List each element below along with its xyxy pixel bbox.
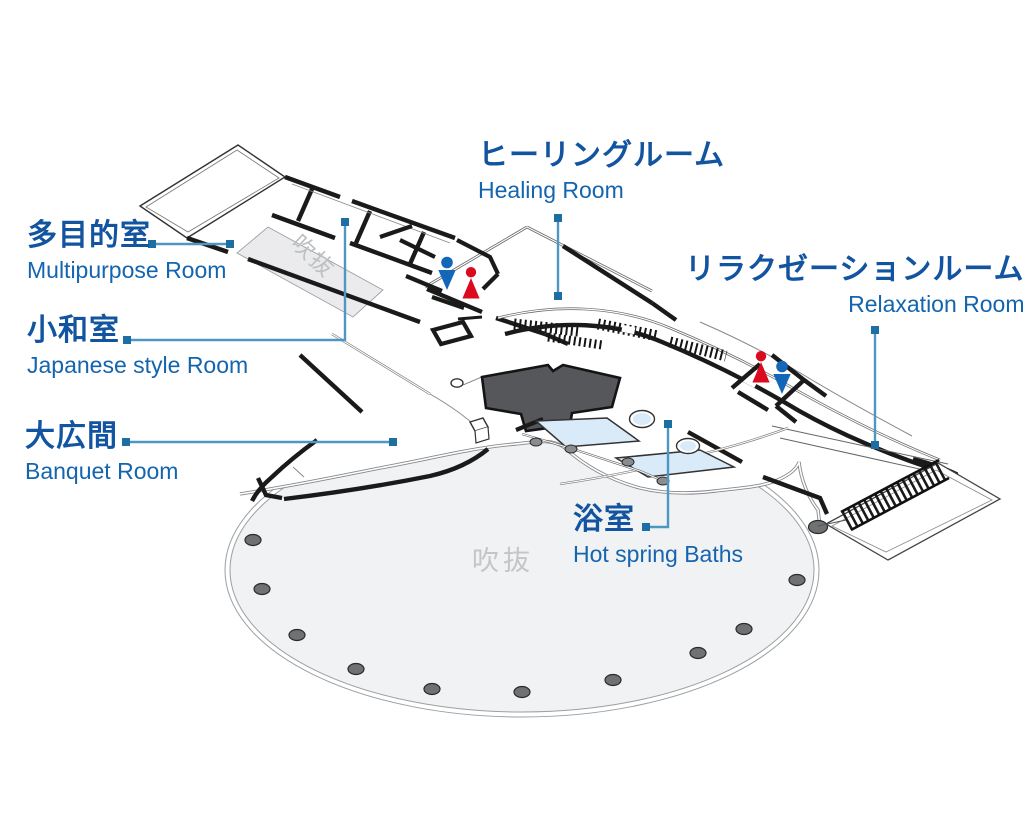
female-restroom-icon <box>752 351 770 383</box>
core-block <box>480 363 622 433</box>
label-banquet-room: 大広間 Banquet Room <box>25 421 178 483</box>
label-healing-room: ヒーリングルーム Healing Room <box>478 140 725 202</box>
bath-pool <box>534 417 642 448</box>
restroom-icons-relaxation-wing <box>752 351 791 394</box>
label-japanese-style-jp: 小和室 <box>27 314 120 347</box>
label-japanese-style-room: 小和室 Japanese style Room <box>27 315 248 377</box>
label-relaxation-room: リラクゼーションルーム Relaxation Room <box>685 254 1024 316</box>
label-bath-jp: 浴室 <box>573 503 635 536</box>
female-restroom-icon <box>462 267 480 299</box>
hub-column <box>450 378 464 388</box>
curved-corridor <box>497 307 941 471</box>
label-multipurpose-en: Multipurpose Room <box>27 256 227 283</box>
label-healing-en: Healing Room <box>478 176 624 203</box>
restroom-icons-healing-wing <box>438 256 480 299</box>
label-japanese-style-en: Japanese style Room <box>27 351 249 378</box>
label-banquet-en: Banquet Room <box>25 457 179 484</box>
label-multipurpose-room: 多目的室 Multipurpose Room <box>27 220 226 282</box>
label-multipurpose-jp: 多目的室 <box>27 219 151 252</box>
central-hub <box>379 224 500 347</box>
male-restroom-icon <box>773 360 791 394</box>
leader-bath <box>646 424 670 529</box>
label-bath-en: Hot spring Baths <box>573 540 744 567</box>
label-healing-jp: ヒーリングルーム <box>478 139 726 172</box>
male-restroom-icon <box>438 256 456 290</box>
void-label-lower: 吹抜 <box>472 546 534 576</box>
label-relaxation-en: Relaxation Room <box>848 290 1024 317</box>
label-relaxation-jp: リラクゼーションルーム <box>685 253 1024 286</box>
outdoor-deck <box>817 458 1002 561</box>
leader-squares <box>122 214 879 531</box>
leader-lines <box>126 218 877 529</box>
column-dots <box>244 519 829 699</box>
leader-japanese-style <box>127 222 347 342</box>
banquet-room <box>250 332 490 503</box>
atrium-edge <box>239 439 822 528</box>
label-banquet-jp: 大広間 <box>25 420 118 453</box>
label-bath: 浴室 Hot spring Baths <box>573 504 743 566</box>
